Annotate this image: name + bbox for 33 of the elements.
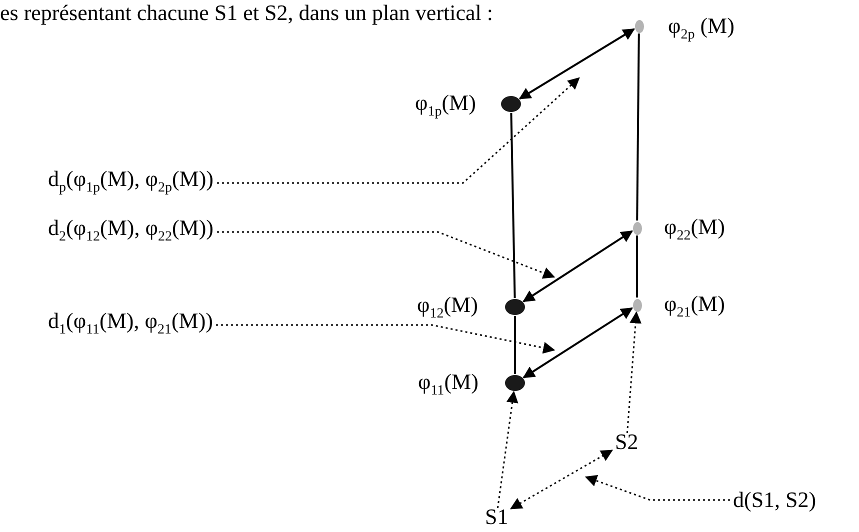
point-dot [501,96,521,112]
formula-label: S1 [485,504,508,530]
formula-label: d$_{2}$(φ$_{12}$(M), φ$_{22}$(M)) [48,214,214,250]
double-arrow [518,28,636,100]
formula-label: φ$_{21}$(M) [664,291,725,322]
line [510,112,516,298]
leader-line [216,324,556,354]
formula-label: φ$_{12}$(M) [417,292,478,324]
formula-label: φ$_{22}$(M) [664,214,725,246]
line [636,33,640,221]
line [514,316,516,374]
line [636,236,638,298]
formula-label: d$_{p}$(φ$_{1p}$(M), φ$_{2p}$(M)) [48,166,214,201]
leader-line [584,475,730,501]
point-dot [505,375,525,391]
dotted-arrow [496,390,518,508]
point-dot [632,298,642,312]
point-dot [505,299,525,315]
formula-label: φ$_{11}$(M) [418,369,478,400]
dotted-double-arrow [510,450,614,510]
formula-label: d(S1, S2) [733,487,816,513]
point-dot [632,222,642,234]
double-arrow [522,230,633,302]
dotted-arrow [626,311,642,434]
formula-label: φ$_{1p}$(M) [415,90,476,122]
formula-label: d$_{1}$(φ$_{11}$(M), φ$_{21}$(M)) [48,308,213,343]
formula-label: S2 [615,429,638,455]
double-arrow [522,307,633,378]
leader-line [217,77,580,184]
point-dot [634,20,644,32]
heading-text: es représentant chacune S1 et S2, dans un plan vertical : [0,0,494,26]
leader-line [217,231,556,279]
formula-label: φ$_{2p}$ (M) [668,13,734,44]
